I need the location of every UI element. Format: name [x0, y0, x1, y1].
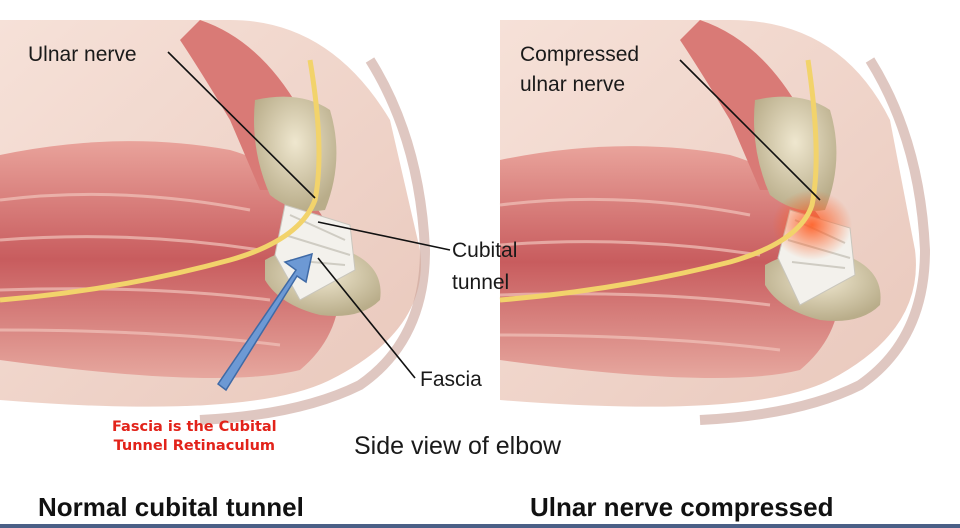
- label-cubital-line2: tunnel: [452, 271, 510, 294]
- leader-compressed-nerve: [679, 59, 821, 201]
- normal-elbow-illustration: [0, 20, 431, 425]
- compressed-elbow-illustration: [499, 20, 931, 425]
- label-cubital-line1: Cubital: [452, 239, 518, 262]
- leader-fascia: [317, 257, 416, 379]
- ulnar-nerve-normal: [0, 59, 322, 303]
- callout-text: Fascia is the Cubital Tunnel Retinaculum: [112, 418, 277, 456]
- blue-arrow: [216, 252, 313, 392]
- ulnar-nerve-compressed: [499, 59, 819, 303]
- leader-lines: [167, 51, 821, 379]
- bottom-rule: [0, 524, 960, 528]
- label-fascia: Fascia: [420, 368, 482, 391]
- callout-line1: Fascia is the Cubital: [112, 419, 277, 435]
- caption-right: Ulnar nerve compressed: [530, 492, 834, 522]
- leader-cubital-tunnel: [317, 221, 451, 251]
- label-ulnar-nerve: Ulnar nerve: [28, 43, 137, 66]
- label-side-view: Side view of elbow: [354, 432, 562, 460]
- callout-line2: Tunnel Retinaculum: [113, 438, 276, 454]
- leader-ulnar-nerve: [167, 51, 316, 199]
- label-compressed-line1: Compressed: [520, 43, 640, 66]
- caption-left: Normal cubital tunnel: [38, 492, 304, 522]
- label-compressed-line2: ulnar nerve: [520, 73, 626, 96]
